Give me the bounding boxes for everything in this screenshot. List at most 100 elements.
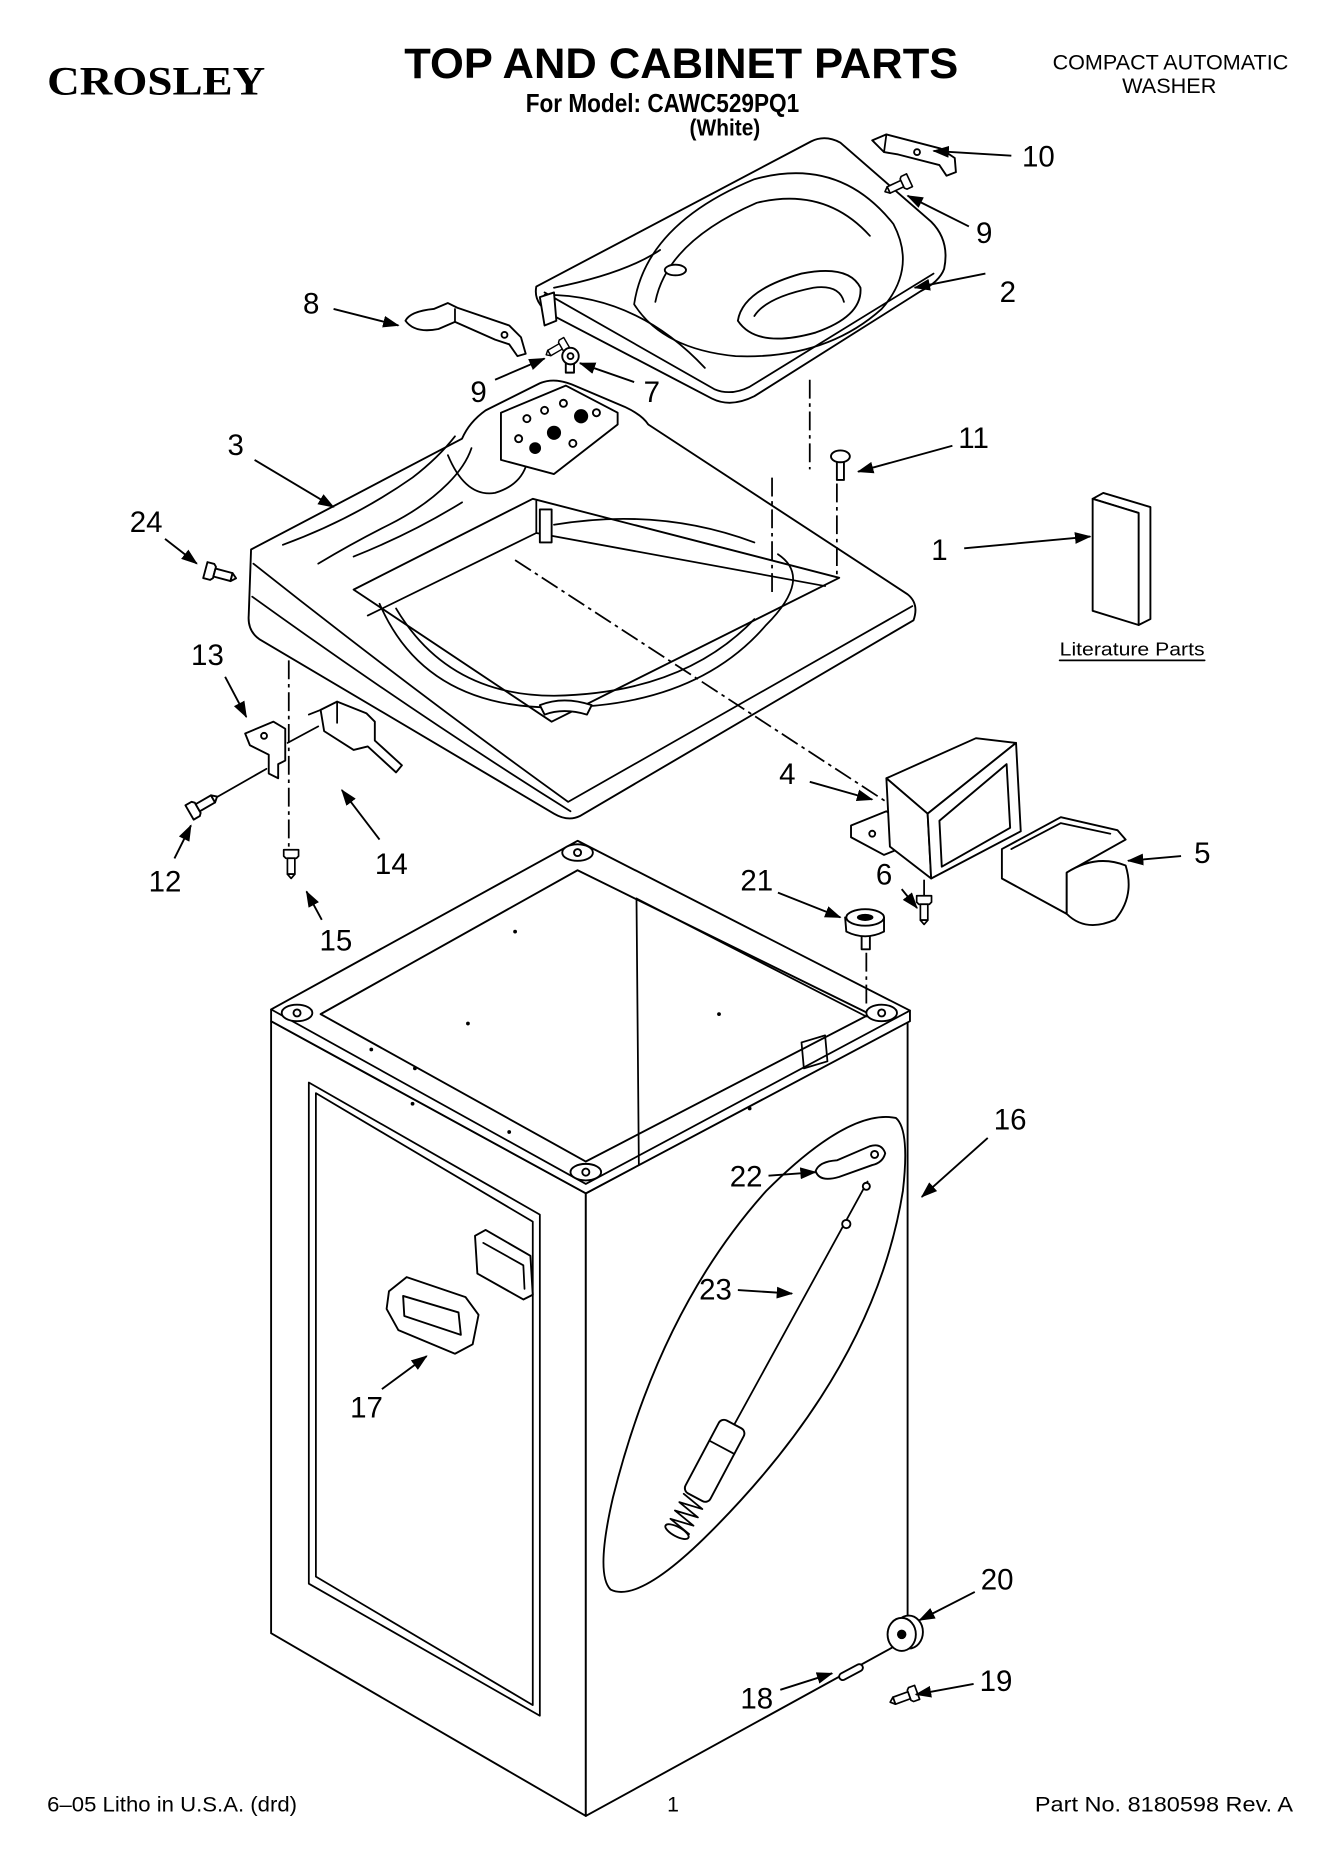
leader-4 (809, 780, 874, 802)
callout-13: 13 (191, 639, 224, 672)
callout-12: 12 (149, 865, 182, 898)
hinge-right (871, 133, 957, 177)
screw-tip (286, 873, 296, 880)
leader-16 (920, 1137, 989, 1198)
cabinet-rim-edge (270, 1008, 911, 1185)
callout-20: 20 (981, 1564, 1014, 1597)
suspension-link (814, 1144, 887, 1180)
leader-2 (913, 272, 986, 291)
cabinet-inner-bracket (800, 1034, 829, 1070)
cabinet-recess-inner (482, 1242, 526, 1290)
leader-13 (224, 676, 248, 719)
callout-11: 11 (958, 422, 989, 455)
leader-3 (254, 459, 335, 508)
part-17-handle (385, 1276, 480, 1355)
cup-rim (1010, 822, 1112, 850)
screw-tip (884, 185, 891, 194)
literature-parts-label: Literature Parts (1060, 639, 1205, 660)
corner-pad-hole (581, 1167, 591, 1177)
part-9-screw-upper (884, 173, 914, 194)
lid-dome (633, 172, 904, 358)
cabinet-hole (413, 1066, 417, 1071)
leader-15 (305, 890, 323, 921)
part-20-wheel (886, 1614, 924, 1652)
leader-17 (381, 1355, 428, 1390)
callout-8: 8 (303, 288, 319, 321)
bracket-body (244, 720, 287, 780)
part-21-leveling-foot (844, 908, 885, 951)
part-8-hinge (404, 302, 527, 358)
part-7-lid-bumper (561, 346, 580, 374)
switch-body (319, 700, 403, 774)
control-dot (568, 438, 578, 448)
leader-10 (932, 145, 1012, 158)
tub-ring-inner (395, 607, 756, 697)
opening-tab (538, 508, 553, 544)
callout-2: 2 (1000, 276, 1016, 309)
suspension-link-hole (870, 1149, 880, 1159)
hinge-left-hole (500, 331, 509, 339)
part-16-cabinet (270, 839, 911, 1817)
control-dot (558, 398, 568, 408)
screw-tip (229, 572, 238, 583)
leader-12 (173, 824, 192, 859)
screw-head (282, 848, 300, 860)
cabinet-hole (507, 1130, 512, 1134)
part-24-screw (202, 561, 238, 583)
callout-9-lower: 9 (470, 376, 486, 409)
hinge-right-hole (913, 148, 921, 157)
callout-5: 5 (1194, 837, 1210, 870)
cabinet-cutaway (602, 1116, 907, 1593)
part-3-top-cover (247, 379, 917, 820)
tub-ring-back (553, 517, 756, 544)
leader-21 (777, 891, 842, 919)
cabinet-panel-inset (307, 1081, 541, 1717)
tub-opening (352, 497, 841, 723)
part-18-pin (838, 1663, 864, 1682)
cover-dispenser-curve (447, 454, 527, 495)
callout-21: 21 (740, 864, 773, 897)
part-6-screw (915, 894, 933, 926)
callout-10: 10 (1022, 140, 1055, 173)
screw-shank (286, 857, 296, 875)
leader-24 (164, 538, 198, 565)
leader-1 (964, 532, 1092, 550)
control-dot (591, 408, 601, 418)
leader-20 (918, 1591, 976, 1622)
wheel-hub (896, 1629, 907, 1640)
screw-tip (545, 349, 552, 357)
damper-spring (669, 1492, 704, 1535)
alignment-line (286, 725, 320, 744)
callout-1: 1 (931, 534, 947, 567)
bracket-hole (260, 731, 268, 740)
callout-7: 7 (644, 376, 660, 409)
callout-9-upper: 9 (976, 217, 992, 250)
rod-stop (841, 1218, 852, 1230)
cover-bevel (251, 595, 572, 813)
cabinet-panel-inset-inner (315, 1092, 534, 1707)
part-15-screw (282, 848, 300, 880)
callout-17: 17 (350, 1391, 383, 1424)
damper (664, 1418, 746, 1540)
control-knob (529, 442, 542, 454)
leader-9-lower (494, 357, 546, 381)
part-13-bracket (244, 720, 287, 780)
model-color: (White) (690, 115, 761, 141)
screw-tip (889, 1696, 897, 1706)
control-knob (546, 425, 562, 440)
cover-channel (317, 447, 473, 565)
corner-pad-hole (573, 848, 583, 858)
part-22-suspension-link (814, 1144, 887, 1180)
cover-console-swoosh (282, 435, 456, 546)
foot-knurl (856, 913, 874, 921)
bumper-center (566, 352, 575, 361)
damper-cylinder (683, 1418, 746, 1503)
alignment-line (215, 767, 268, 799)
alignment-line (514, 559, 887, 803)
callout-18: 18 (740, 1683, 773, 1716)
handle-grip (402, 1295, 462, 1336)
cabinet-hole (747, 1106, 752, 1111)
corner-pad-hole (877, 1008, 887, 1018)
callout-22: 22 (730, 1160, 763, 1193)
part-9-screw-lower (545, 336, 571, 357)
